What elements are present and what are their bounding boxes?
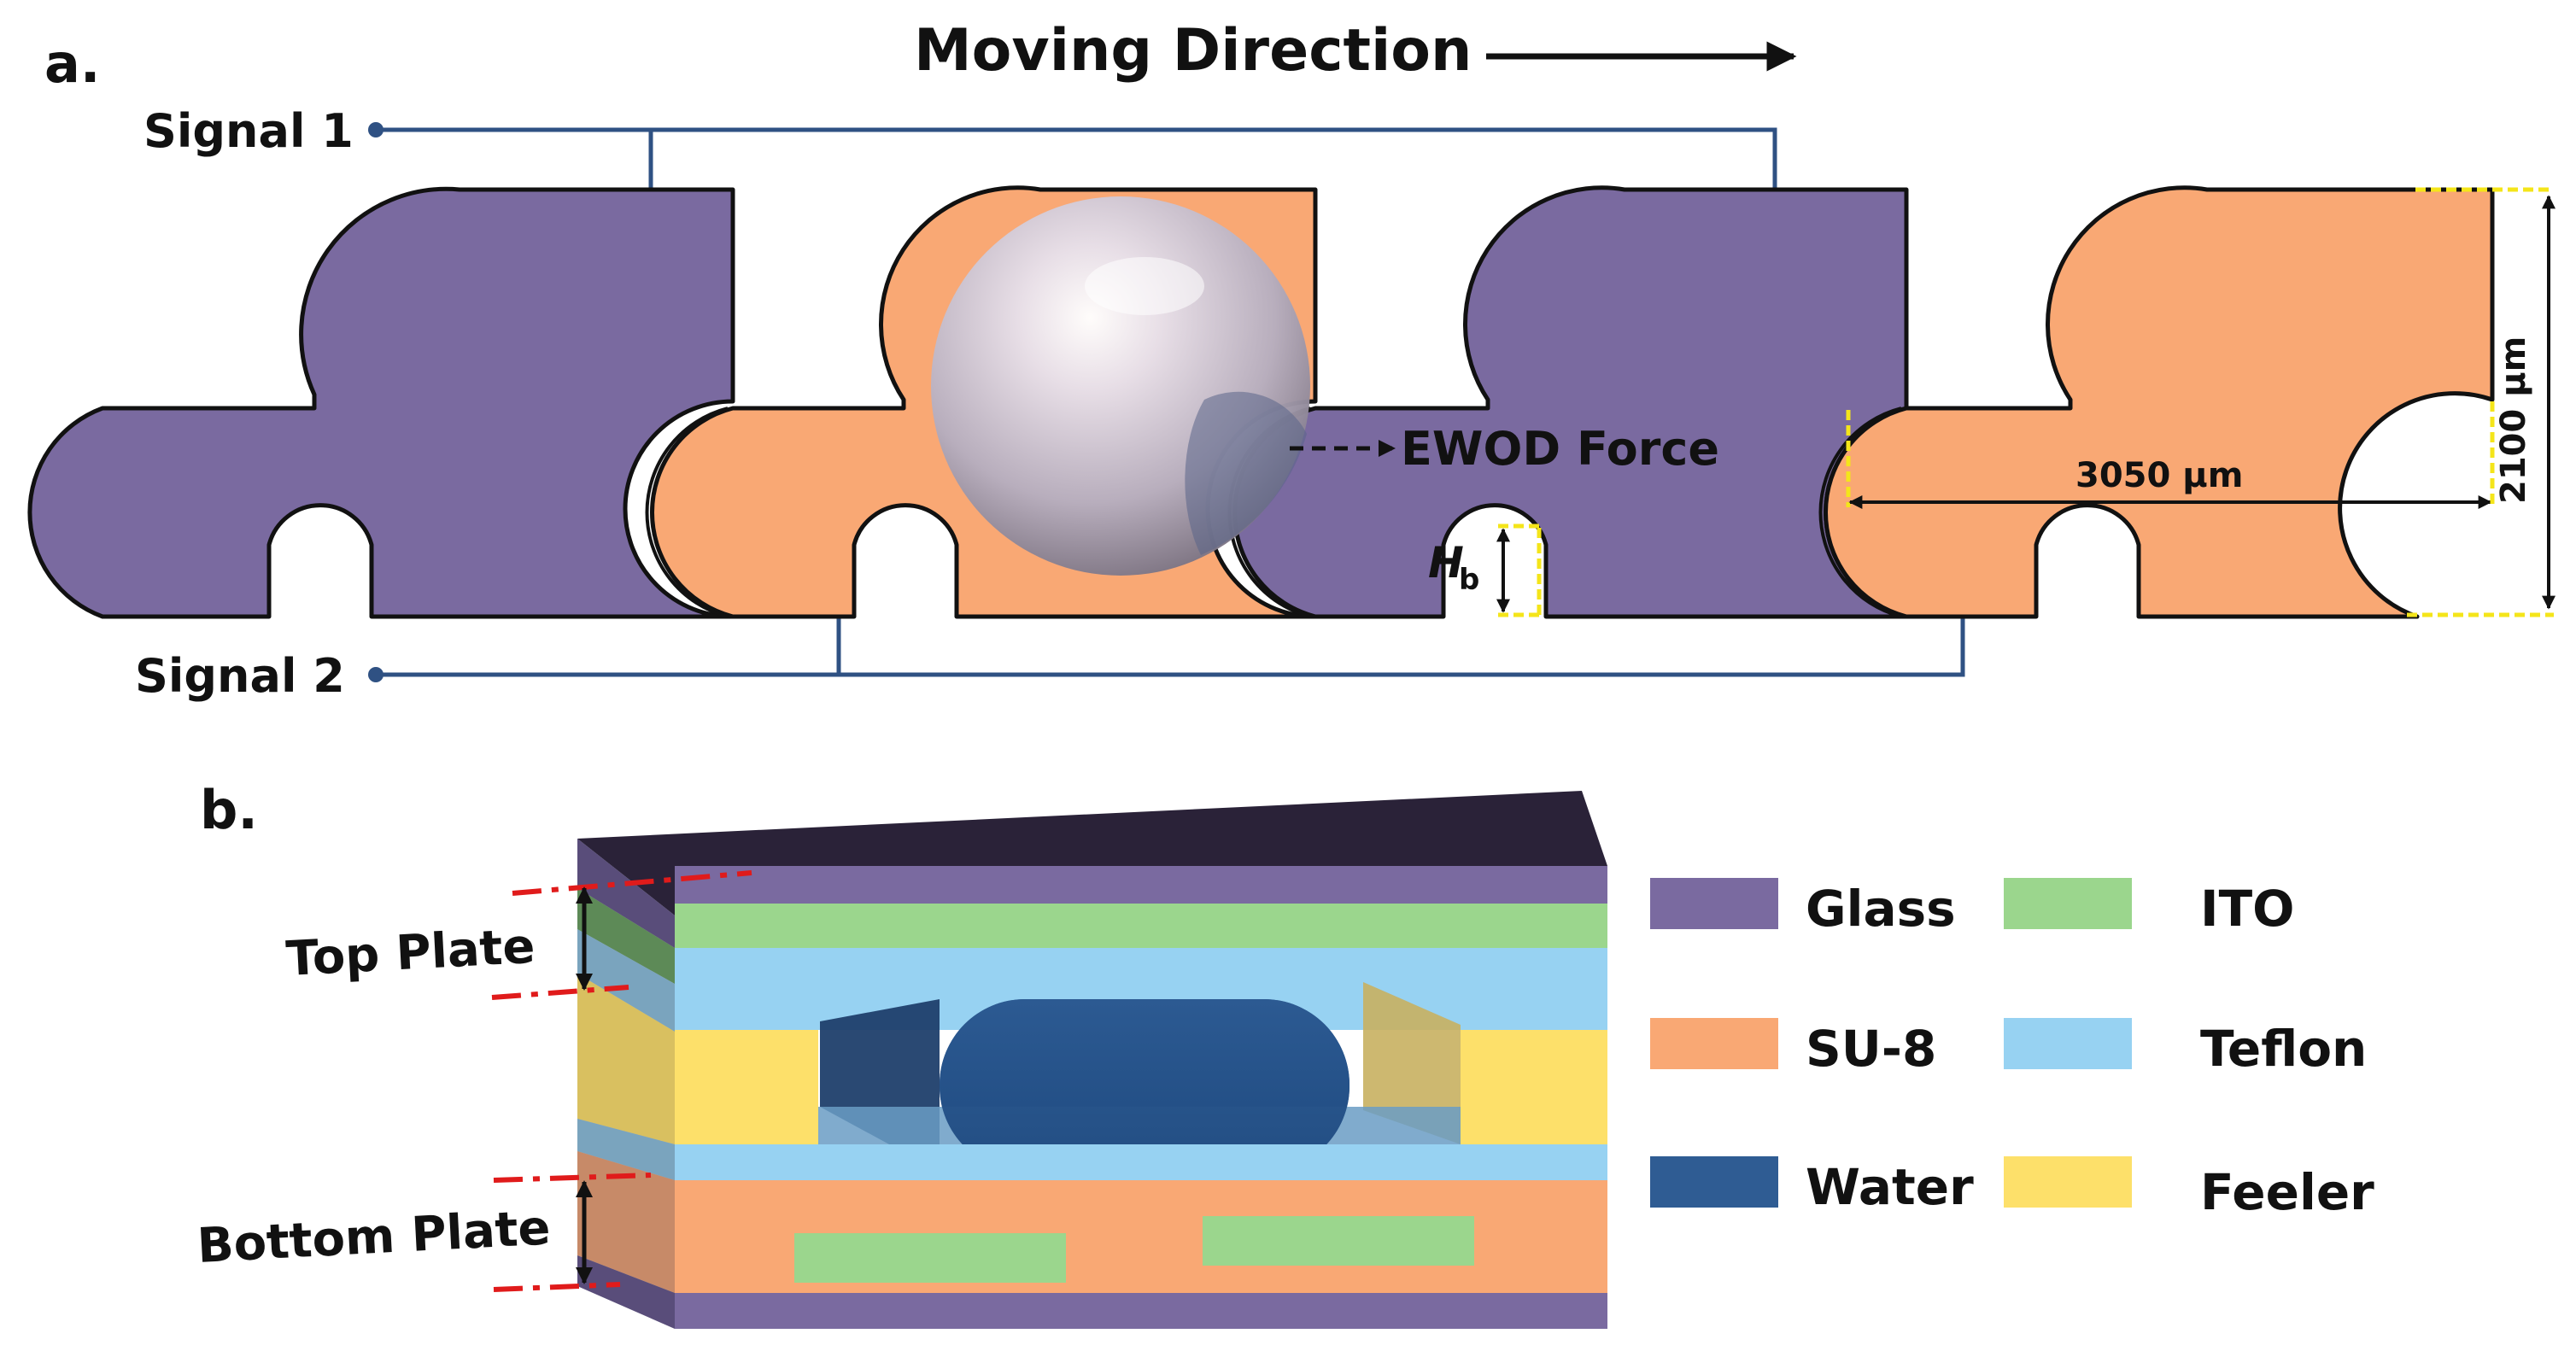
signal-2-label: Signal 2	[135, 649, 345, 703]
hb-label: H	[1428, 538, 1464, 588]
legend-label-feeler: Feeler	[2200, 1163, 2374, 1221]
width-dimension	[1846, 410, 2492, 509]
water-droplet	[818, 999, 1461, 1175]
legend-label-glass: Glass	[1806, 880, 1956, 938]
legend-label-su8: SU-8	[1806, 1020, 1936, 1078]
hb-dimension	[1496, 523, 1542, 617]
signal-2-terminal	[368, 667, 383, 682]
panel-a-label: a.	[44, 32, 100, 95]
legend-swatch-feeler	[2004, 1156, 2132, 1208]
device-cross-section	[577, 791, 1607, 1329]
height-dimension-label: 2100 μm	[2494, 336, 2533, 504]
signal-1-label: Signal 1	[143, 104, 354, 158]
hb-subscript: b	[1459, 563, 1479, 597]
legend-label-ito: ITO	[2200, 880, 2294, 938]
moving-direction-label: Moving Direction	[914, 17, 1472, 85]
legend-label-teflon: Teflon	[2200, 1020, 2367, 1078]
electrode-3	[1227, 185, 1909, 619]
legend-swatch-water	[1650, 1156, 1778, 1208]
signal-2-wire	[376, 615, 1965, 677]
legend-swatch-teflon	[2004, 1018, 2132, 1069]
ewod-force-label: EWOD Force	[1401, 422, 1719, 476]
panel-b-label: b.	[200, 779, 258, 841]
height-dimension	[2407, 187, 2556, 617]
top-plate-dimension	[491, 870, 752, 1000]
top-plate-label: Top Plate	[284, 919, 536, 987]
legend-label-water: Water	[1806, 1158, 1974, 1216]
legend-swatch-su8	[1650, 1018, 1778, 1069]
bottom-plate-label: Bottom Plate	[196, 1200, 552, 1274]
legend-swatch-ito	[2004, 878, 2132, 929]
legend-swatch-glass	[1650, 878, 1778, 929]
electrode-1	[27, 186, 735, 619]
signal-1-terminal	[368, 122, 383, 137]
legend: Glass ITO SU-8 Teflon Water Feeler	[1650, 878, 2374, 1221]
droplet-sphere	[931, 196, 1310, 576]
bottom-plate-dimension	[493, 1173, 652, 1292]
signal-1-wire	[376, 127, 1777, 190]
electrode-orange-2	[1818, 185, 2495, 619]
width-dimension-label: 3050 μm	[2075, 456, 2243, 495]
